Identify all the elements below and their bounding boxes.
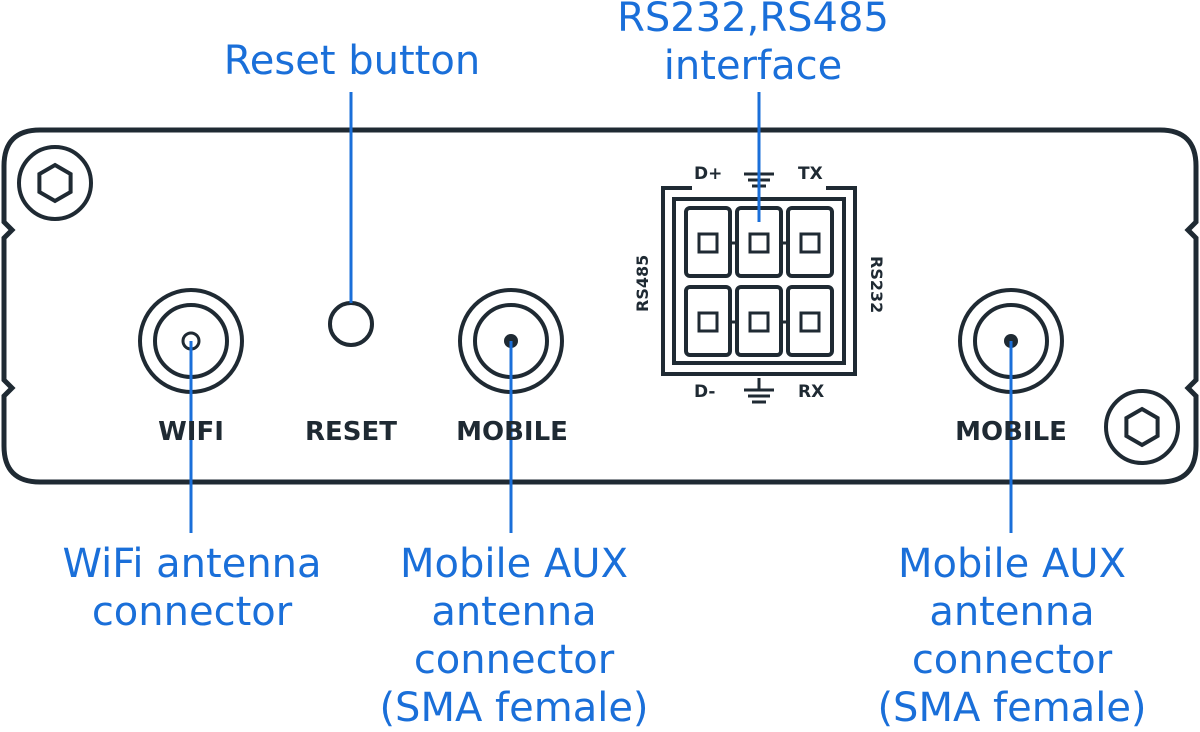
callout-mobile-aux-right: Mobile AUX antenna connector (SMA female…: [877, 540, 1146, 732]
panel-label-wifi: WIFI: [158, 417, 224, 447]
callout-leaders: [189, 92, 1013, 533]
pin-label-tx: TX: [798, 164, 823, 184]
callout-mobile-aux-right-line1: Mobile AUX: [898, 541, 1126, 587]
panel-label-reset: RESET: [304, 417, 398, 447]
callout-mobile-aux-left: Mobile AUX antenna connector (SMA female…: [379, 540, 648, 732]
callout-mobile-aux-left-line1: Mobile AUX: [400, 541, 628, 587]
callout-mobile-aux-right-line3: connector: [911, 637, 1113, 683]
callout-serial-interface: RS232,RS485 interface: [617, 0, 889, 90]
side-label-rs232: RS232: [867, 256, 886, 314]
callout-serial-line2: interface: [663, 43, 843, 89]
callout-reset-button: Reset button: [223, 38, 481, 84]
chassis-outline: [1, 127, 1199, 485]
callout-wifi-connector: WiFi antenna connector: [62, 540, 321, 636]
pin-label-d-minus: D-: [694, 382, 716, 402]
pin-label-d-plus: D+: [694, 164, 723, 184]
callout-wifi-line1: WiFi antenna: [62, 541, 322, 587]
callout-mobile-aux-left-line3: connector: [413, 637, 615, 683]
callout-mobile-aux-right-line2: antenna: [929, 589, 1095, 635]
callout-mobile-aux-left-line4: (SMA female): [379, 685, 649, 731]
callout-serial-line1: RS232,RS485: [617, 0, 889, 41]
side-label-rs485: RS485: [633, 254, 652, 312]
ground-symbol-bottom: [744, 378, 774, 404]
panel-label-mobile-right: MOBILE: [955, 417, 1067, 447]
panel-label-mobile-left: MOBILE: [456, 417, 568, 447]
callout-mobile-aux-right-line4: (SMA female): [877, 685, 1147, 731]
reset-button-hole: [328, 301, 374, 347]
pin-label-rx: RX: [798, 382, 825, 402]
screw-bottom-right: [1104, 389, 1180, 465]
callout-mobile-aux-left-line2: antenna: [431, 589, 597, 635]
screw-top-left: [17, 145, 93, 221]
callout-wifi-line2: connector: [91, 589, 293, 635]
